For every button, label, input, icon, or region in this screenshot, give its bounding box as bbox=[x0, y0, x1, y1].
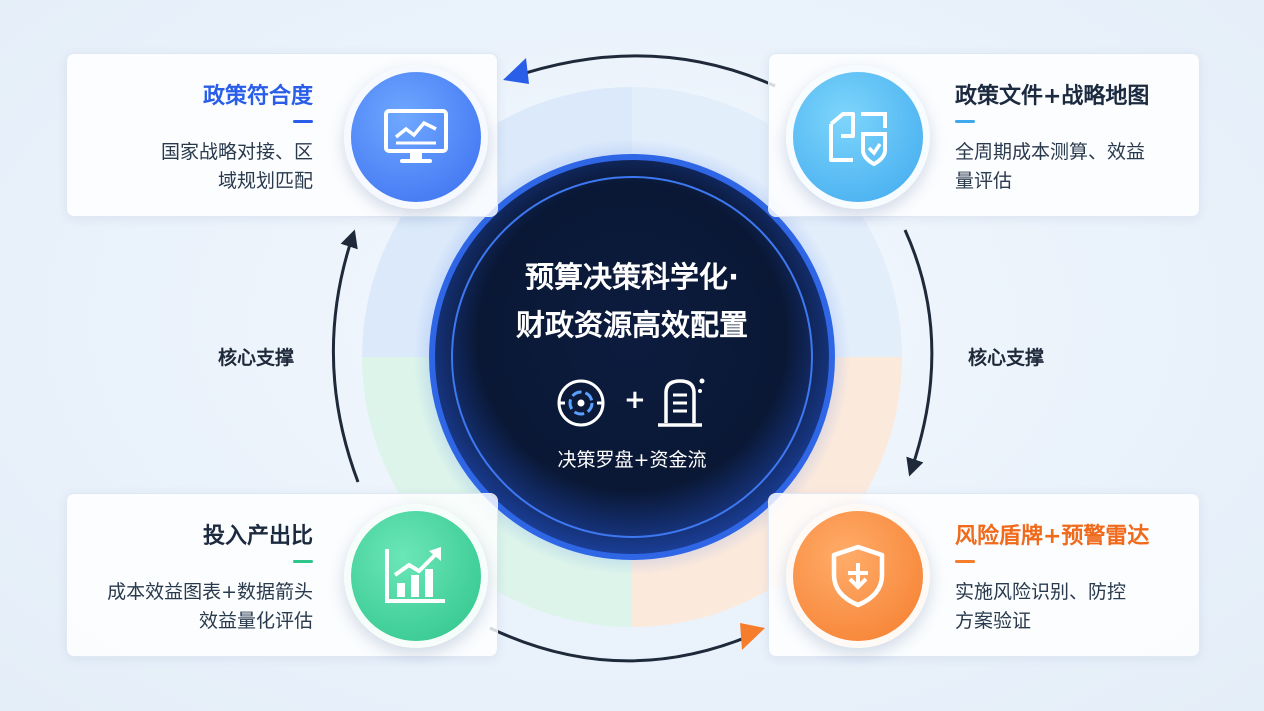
card-description: 国家战略对接、区 域规划匹配 bbox=[73, 138, 313, 196]
arrow-left bbox=[331, 229, 360, 483]
document-map-icon bbox=[786, 65, 930, 209]
arrow-top bbox=[509, 54, 776, 88]
monitor-chart-icon bbox=[344, 65, 488, 209]
card-description: 实施风险识别、防控 方案验证 bbox=[955, 578, 1195, 636]
card-title: 风险盾牌+预警雷达 bbox=[955, 524, 1150, 549]
plus-sign: + bbox=[624, 385, 646, 415]
desc-line: 全周期成本测算、效益 bbox=[955, 141, 1146, 163]
desc-line: 域规划匹配 bbox=[217, 170, 313, 192]
core-inner-ring bbox=[451, 176, 813, 538]
desc-line: 成本效益图表+数据箭头 bbox=[107, 581, 313, 603]
core-title-line2: 财政资源高效配置 bbox=[515, 308, 748, 342]
compass-icon bbox=[555, 377, 607, 433]
desc-line: 实施风险识别、防控 bbox=[955, 581, 1127, 603]
card-title: 政策符合度 bbox=[202, 84, 313, 109]
card-accent-dash bbox=[955, 120, 975, 123]
card-accent-dash bbox=[293, 560, 313, 563]
arrow-bottom-head bbox=[740, 623, 765, 650]
arrow-bottom bbox=[489, 626, 753, 663]
core-subtitle: 决策罗盘+资金流 bbox=[557, 449, 707, 471]
arrow-right bbox=[903, 229, 934, 477]
bar-chart-arrow-icon bbox=[344, 504, 488, 648]
desc-line: 效益量化评估 bbox=[198, 610, 313, 632]
card-description: 成本效益图表+数据箭头 效益量化评估 bbox=[73, 578, 313, 636]
card-accent-dash bbox=[293, 120, 313, 123]
card-description: 全周期成本测算、效益 量评估 bbox=[955, 138, 1195, 196]
left-support-label: 核心支撑 bbox=[218, 347, 295, 369]
desc-line: 国家战略对接、区 bbox=[160, 141, 313, 163]
core-circle bbox=[429, 154, 835, 560]
right-support-label: 核心支撑 bbox=[968, 347, 1045, 369]
desc-line: 方案验证 bbox=[955, 610, 1032, 632]
card-accent-dash bbox=[955, 560, 975, 563]
desc-line: 量评估 bbox=[955, 170, 1013, 192]
arrow-top-head bbox=[503, 58, 529, 84]
shield-icon bbox=[786, 504, 930, 648]
card-title: 投入产出比 bbox=[202, 524, 313, 549]
money-flow-icon bbox=[654, 375, 708, 435]
core-title-line1: 预算决策科学化· bbox=[524, 260, 740, 294]
card-title: 政策文件+战略地图 bbox=[955, 84, 1150, 109]
